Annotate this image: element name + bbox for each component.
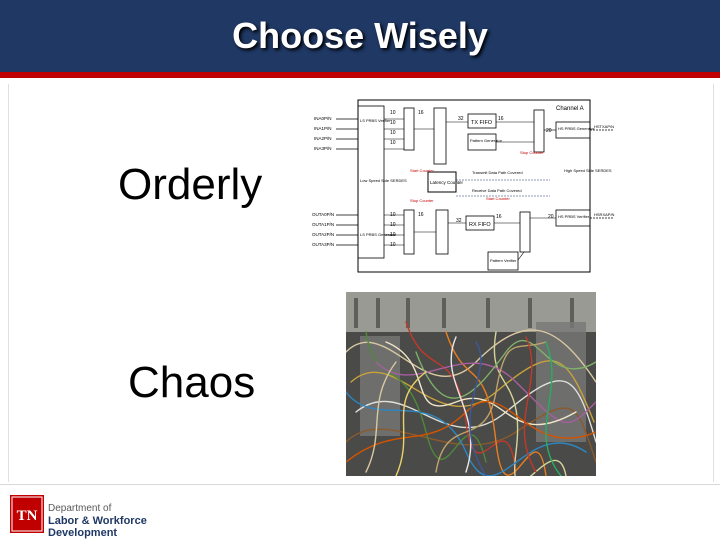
title-bar: Choose Wisely (0, 0, 720, 78)
low-speed-serdes (357, 105, 385, 259)
bus-top-3: 10 (390, 130, 396, 136)
bus-top-8: 20 (546, 128, 552, 134)
dept-of-label: Department of (48, 503, 112, 514)
bus-bot-7: 16 (496, 214, 502, 220)
ls-generator-label: LS PRBS Generator (360, 232, 397, 237)
low-speed-label: Low Speed Side SERDES (360, 178, 407, 183)
latency-counter-label: Latency Counter (430, 180, 464, 185)
output-pins: OUTA0P/N OUTA1P/N OUTA2P/N OUTA3P/N (312, 212, 334, 247)
input-pins: INA0P/N INA1P/N INA2P/N INA3P/N (314, 116, 332, 151)
tangled-wires-photo (346, 292, 596, 476)
receive-path: Receive Data Path Covered (472, 188, 522, 193)
block-decoder-bottom (435, 209, 449, 255)
pattern-verifier-box (487, 251, 519, 271)
orderly-label: Orderly (118, 160, 263, 209)
hs-verifier-label: HS PRBS Verifier (558, 214, 590, 219)
block-align-bottom (403, 209, 415, 255)
latency-counter-box (427, 171, 457, 193)
bus-top-2: 10 (390, 120, 396, 126)
stop-counter-bottom: Stop Counter (410, 198, 434, 203)
block-diagram: Channel A INA0P/N INA1P/N INA2P/N INA3P/… (310, 92, 616, 276)
footer: TN Department of Labor & Workforce Devel… (0, 484, 720, 540)
start-counter-top: Start Counter (410, 168, 434, 173)
bus-top-7: 16 (498, 116, 504, 122)
tx-fifo-label: TX FIFO (471, 120, 493, 126)
bus-top-4: 10 (390, 140, 396, 146)
bus-bot-8: 20 (548, 214, 554, 220)
pin-out-0: OUTA0P/N (312, 212, 334, 217)
hs-generator-label: HS PRBS Generator (558, 126, 595, 131)
decoder-bottom-right (519, 211, 531, 253)
bus-bot-5: 16 (418, 212, 424, 218)
high-speed-label: High Speed Side SERDES (564, 168, 612, 173)
bus-bot-6: 32 (456, 218, 462, 224)
pattern-verifier-label: Pattern Verifier (490, 258, 517, 263)
pin-in-1: INA1P/N (314, 126, 332, 131)
pin-in-3: INA3P/N (314, 146, 332, 151)
pin-out-2: OUTA2P/N (312, 232, 334, 237)
pin-in-2: INA2P/N (314, 136, 332, 141)
labor-label: Labor & Workforce (48, 515, 147, 527)
channel-label: Channel A (556, 106, 584, 112)
ls-verifier-label: LS PRBS Verifier (360, 118, 391, 123)
block-align-top (403, 107, 415, 151)
pin-out-1: OUTA1P/N (312, 222, 334, 227)
slide-title: Choose Wisely (232, 15, 488, 56)
pin-out-3: OUTA3P/N (312, 242, 334, 247)
rx-fifo-label: RX FIFO (469, 222, 491, 228)
bus-top-6: 32 (458, 116, 464, 122)
seal-text: TN (17, 508, 38, 524)
encoder-block (533, 109, 545, 153)
development-label: Development (48, 527, 118, 539)
stop-counter-top: Stop Counter (520, 150, 544, 155)
pin-in-0: INA0P/N (314, 116, 332, 121)
chaos-label: Chaos (128, 358, 256, 407)
hstx-label: HSTXAP/N (594, 124, 614, 129)
start-counter-bottom: Start Counter (486, 196, 510, 201)
block-decoder-top (433, 107, 447, 165)
tn-seal-icon: TN (10, 495, 44, 533)
pattern-generator-label: Pattern Generator (470, 138, 503, 143)
tx-fifo-box (467, 113, 497, 129)
hsrx-label: HSRXAP/N (594, 212, 615, 217)
transmit-path: Transmit Data Path Covered (472, 170, 523, 175)
bus-top-5: 16 (418, 110, 424, 116)
bus-top-1: 10 (390, 110, 396, 116)
